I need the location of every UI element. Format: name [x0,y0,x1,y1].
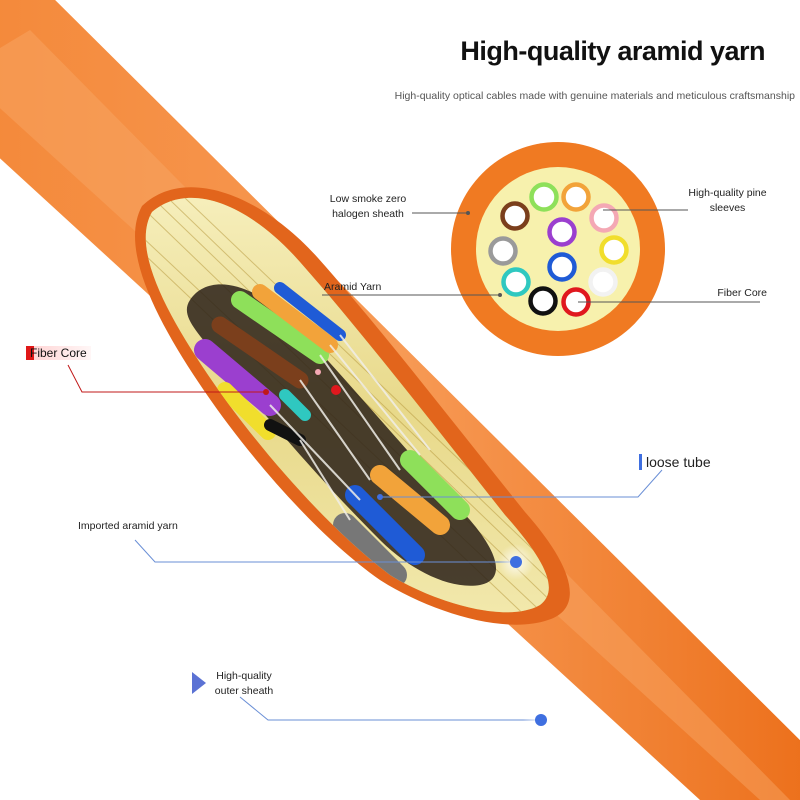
dot-low-smoke [466,211,470,215]
fiber-tube-ring [547,217,577,247]
fiber-tube-ring [528,286,558,316]
label-fiber-core-right: Fiber Core [717,287,767,299]
leader-lines [67,209,760,721]
leader-fiber-core-left [67,364,265,393]
page-subtitle: High-quality optical cables made with ge… [394,90,795,102]
cross-section [451,142,665,356]
fiber-tube-ring [589,203,619,233]
label-low-smoke-sheath: Low smoke zero halogen sheath [329,193,407,220]
fiber-tube-ring [599,235,629,265]
leader-outer-sheath [239,696,540,721]
fiber-tube-ring [588,267,618,297]
sheath-marker [192,672,206,694]
page-title: High-quality aramid yarn [460,36,765,66]
leader-loose-tube [380,469,663,498]
dot-aramid-yarn [498,293,502,297]
leader-imported-aramid [134,539,515,563]
fiber-tube-ring [561,182,591,212]
label-pine-sleeves: High-quality pine sleeves [688,187,767,214]
fiber-tube-ring [547,252,577,282]
fiber-tube-ring [529,182,559,212]
label-loose-tube: loose tube [639,454,711,470]
label-fiber-core-left: Fiber Core [26,346,91,360]
pointer-dots [192,389,559,738]
label-outer-sheath: High-quality outer sheath [214,670,274,697]
fiber-tube-ring [488,236,518,266]
fiber-tube-ring [500,201,530,231]
fiber-tube-ring [501,267,531,297]
fiber-tube-rings [488,182,629,317]
label-imported-aramid-yarn: Imported aramid yarn [78,520,178,532]
label-aramid-yarn: Aramid Yarn [324,281,382,293]
